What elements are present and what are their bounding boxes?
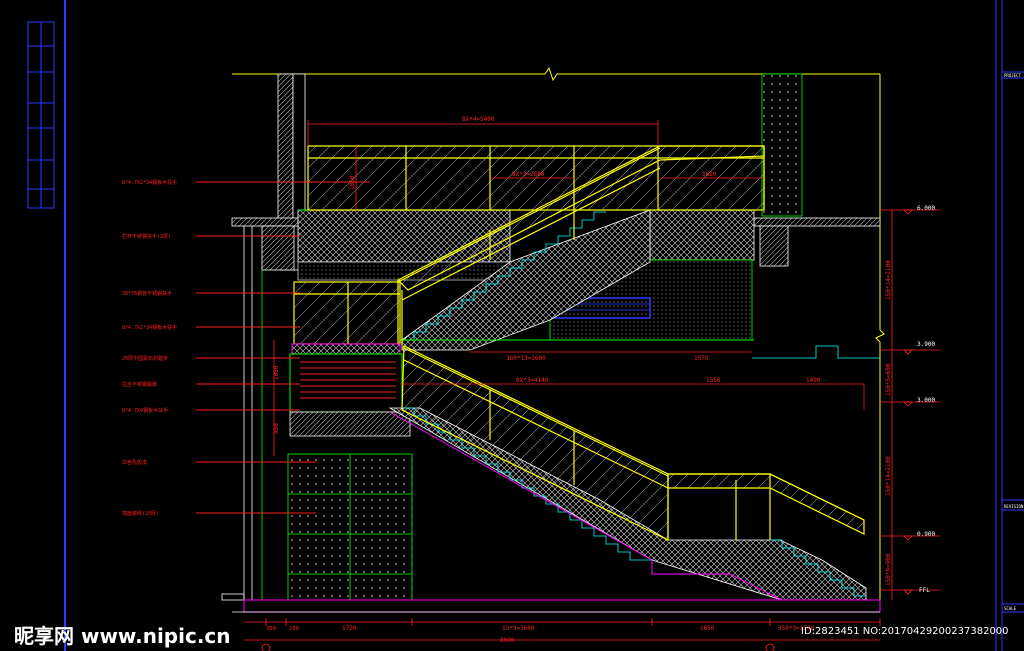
annotation-6: 8*4.7X4钢板木扶手 — [122, 407, 168, 414]
dim-lower-a: 1550 — [706, 377, 721, 384]
dim-vertical-b: 850 — [273, 423, 280, 434]
mid-landing-railing — [293, 281, 401, 345]
under-stair-wall — [287, 453, 413, 601]
annotation-labels: 8*4.7X2*34钢板木扶手 栏杆不锈钢扶手(2层) 38*76钢管不锈钢扶手… — [122, 179, 177, 517]
dim-bottom-6: 350*3=1500 — [778, 625, 815, 632]
ceiling-line — [232, 66, 885, 600]
title-block-label-revision: REVISION — [1004, 504, 1024, 509]
dim-right-3: 150*14=2100 — [885, 456, 892, 496]
mid-landing — [289, 343, 411, 437]
left-title-column — [27, 21, 55, 209]
watermark-logo: 昵享网 www.nipic.cn — [14, 624, 231, 648]
dim-bottom-3: 1720 — [342, 625, 357, 632]
annotation-2: 38*76钢管不锈钢扶手 — [122, 290, 172, 297]
dim-bottom-5: 1650 — [700, 625, 715, 632]
dim-bottom-1: 350 — [266, 626, 276, 632]
annotation-8: 墙面瓷砖(20厚) — [122, 510, 159, 517]
watermark-id: ID:2823451 NO:20170429200237382000 — [801, 626, 1009, 637]
annotation-leaders — [196, 181, 370, 514]
dim-mid-run: 360*13=3600 — [506, 355, 546, 362]
vertical-dimension-labels: 1050 1050 850 150*14=2100 150*5=600 150*… — [273, 175, 892, 586]
dimension-labels: 8X*4=5400 8X*3=2600 1620 360*13=3600 157… — [266, 116, 821, 644]
dim-right-1: 150*14=2100 — [885, 260, 892, 300]
dim-rail-height: 1050 — [349, 175, 356, 190]
dim-bottom-2: 200 — [289, 626, 299, 632]
annotation-0: 8*4.7X2*34钢板木扶手 — [122, 179, 177, 186]
grid-markers — [261, 643, 775, 651]
level-ffl: FFL — [919, 587, 930, 594]
dim-top-total: 8X*4=5400 — [462, 116, 495, 123]
annotation-7: 白色乳胶漆 — [122, 459, 147, 466]
right-wall — [752, 73, 881, 359]
dim-upper-right: 1620 — [702, 171, 717, 178]
level-labels: 6.000 3.900 3.000 0.900 FFL — [917, 205, 935, 594]
level-0900: 0.900 — [917, 531, 935, 538]
level-markers — [903, 209, 913, 595]
dim-bottom-total: 8000 — [500, 637, 515, 644]
title-block-label-scale: SCALE — [1004, 606, 1017, 611]
dimension-lines — [244, 120, 940, 641]
level-6000: 6.000 — [917, 205, 935, 212]
dim-lower-b: 1490 — [806, 377, 821, 384]
title-block-label-project: PROJECT — [1004, 73, 1021, 78]
annotation-5: 拉丝不锈钢踢脚 — [122, 381, 157, 388]
dim-right-4: 150*6=900 — [885, 553, 892, 586]
right-title-block — [1002, 71, 1024, 613]
level-3000: 3.000 — [917, 397, 935, 404]
annotation-4: 20厚中国黑石材踏步 — [122, 355, 168, 362]
dim-bottom-4: 13*3=3600 — [502, 625, 535, 632]
annotation-1: 栏杆不锈钢扶手(2层) — [122, 233, 171, 240]
dim-mid-right: 1570 — [694, 355, 709, 362]
ground-floor — [232, 599, 881, 613]
dim-lower-run: 8X*3=4140 — [516, 377, 549, 384]
level-3900: 3.900 — [917, 341, 935, 348]
dim-upper-rail-run: 8X*3=2600 — [512, 171, 545, 178]
dim-vertical-a: 1050 — [273, 365, 280, 380]
annotation-3: 8*4.7X2*34钢板木扶手 — [122, 324, 177, 331]
dim-right-2: 150*5=600 — [885, 363, 892, 396]
lower-railing — [401, 345, 865, 541]
left-wall — [221, 73, 306, 601]
